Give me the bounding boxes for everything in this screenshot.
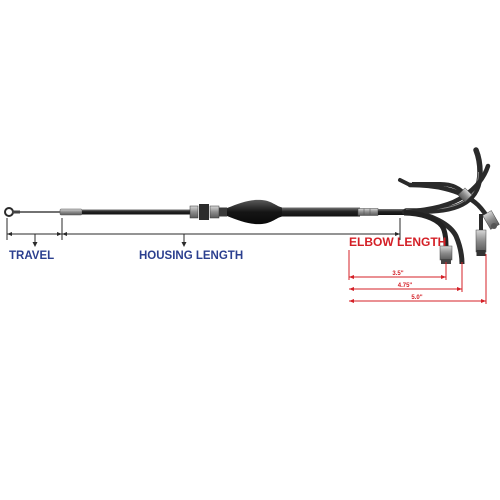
elbow-tube-short	[403, 210, 453, 264]
housing-length-label: HOUSING LENGTH	[139, 250, 243, 262]
cable-assembly	[4, 199, 408, 225]
cable-housing-tail	[378, 209, 408, 215]
elbow-dim-label-4-75: 4.75"	[398, 283, 413, 289]
travel-label: TRAVEL	[9, 250, 54, 262]
cable-housing-thin	[82, 209, 190, 215]
rubber-boot	[227, 199, 282, 225]
elbow-tubes	[398, 147, 500, 265]
elbow-length-dimensions	[348, 250, 487, 304]
elbow-tube-top	[412, 182, 473, 203]
wire-ferrule	[59, 208, 83, 216]
housing-length-dimension	[62, 218, 401, 247]
travel-dimension	[6, 218, 63, 247]
elbow-length-label: ELBOW LENGTH	[349, 235, 446, 249]
cable-adjuster	[189, 204, 227, 220]
elbow-dim-label-5-0: 5.0"	[411, 295, 422, 301]
cable-eyelet-end	[4, 207, 20, 217]
housing-end-ferrule	[357, 208, 379, 216]
elbow-dim-label-3-5: 3.5"	[392, 271, 403, 277]
cable-housing-main	[282, 207, 360, 217]
